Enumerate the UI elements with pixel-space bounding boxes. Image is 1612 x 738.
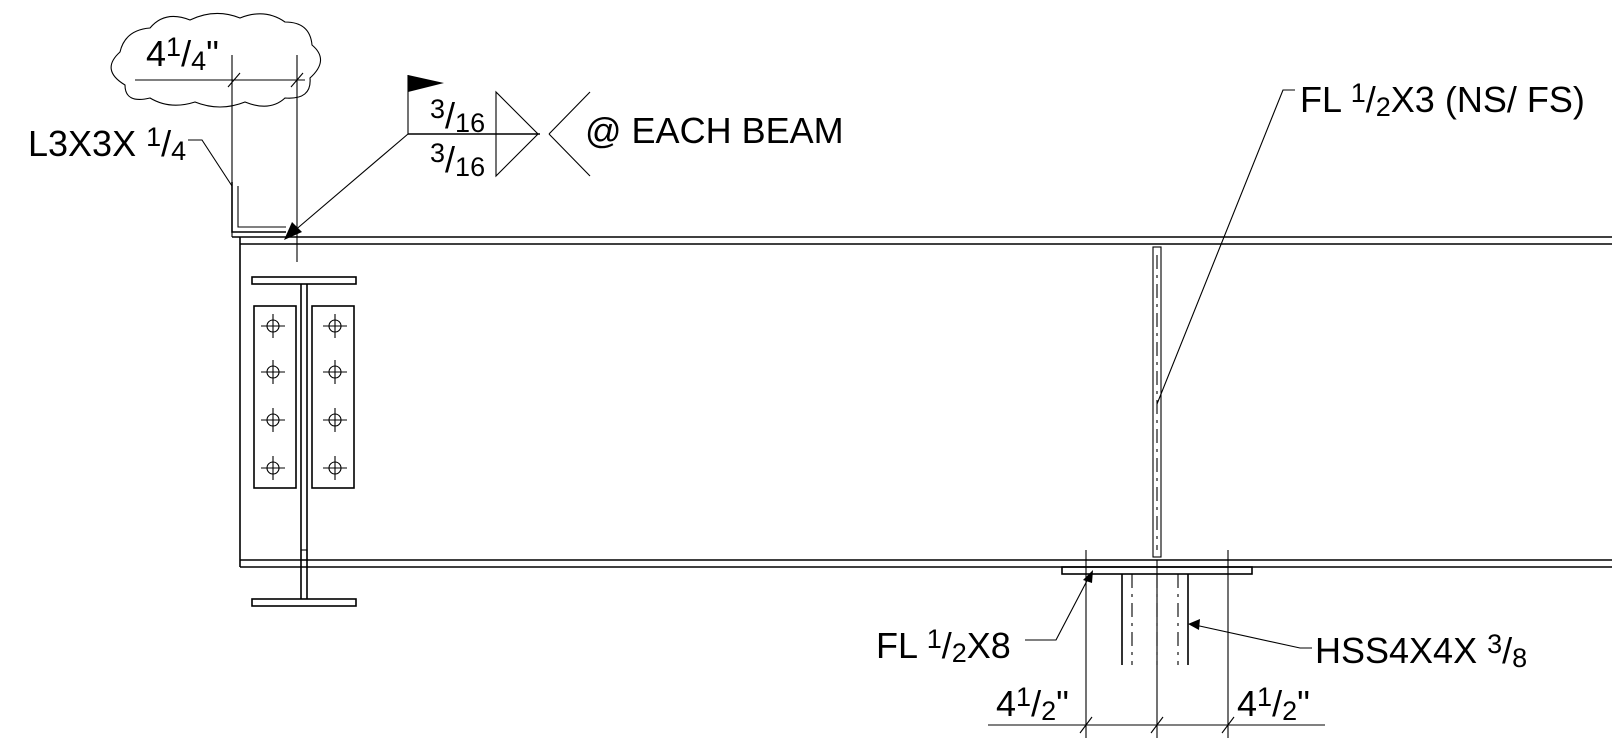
weld-tail-lower [548,133,591,177]
stiffener-leader [1156,89,1295,405]
weld-fillet-bottom [495,133,540,178]
stiffener-plate [1152,246,1162,558]
dimension-label-bottom-right: 41/2" [1237,682,1310,726]
base-plate-leader [1025,574,1091,641]
dimension-label-top: 41/4" [146,32,219,76]
hss-label: HSS4X4X 3/8 [1315,629,1527,673]
weld-size-top: 3/16 [430,94,485,138]
weld-arrow-leader [292,133,409,233]
bolt-group [261,314,347,480]
angle-profile [231,182,286,233]
bolt-icon [261,314,285,338]
bolt-icon [261,456,285,480]
stiffener-label: FL 1/2X3 (NS/ FS) [1300,78,1585,122]
shear-plate-right [311,305,355,489]
bolt-icon [323,408,347,432]
dimension-tick-bottom-center [1150,716,1164,734]
dimension-tick-bottom-left [1079,716,1093,734]
weld-flag [408,75,444,92]
dimension-label-bottom-left: 41/2" [996,682,1069,726]
hss-leader [1194,624,1312,649]
dimension-tick-top-left [227,72,241,88]
hss-arrowhead [1188,619,1200,630]
base-plate-arrowhead [1083,570,1093,583]
bolt-icon [323,360,347,384]
weld-fillet-top [495,90,540,135]
angle-leader [188,139,233,187]
web-stiffener-stub [300,549,308,561]
weld-size-bottom: 3/16 [430,138,485,182]
shear-plate-left [253,305,297,489]
bolt-icon [323,456,347,480]
bolt-icon [261,408,285,432]
dimension-tick-bottom-right [1221,716,1235,734]
bolt-icon [323,314,347,338]
angle-label: L3X3X 1/4 [28,122,186,166]
angle-inner [237,186,286,228]
bolt-icon [261,360,285,384]
column-bottom-flange [251,598,357,607]
revision-cloud [110,12,322,108]
weld-tail-upper [548,91,591,135]
weld-arrowhead [284,222,302,240]
weld-note: @ EACH BEAM [585,110,844,151]
base-plate-label: FL 1/2X8 [876,624,1011,668]
column-top-flange [251,276,357,285]
